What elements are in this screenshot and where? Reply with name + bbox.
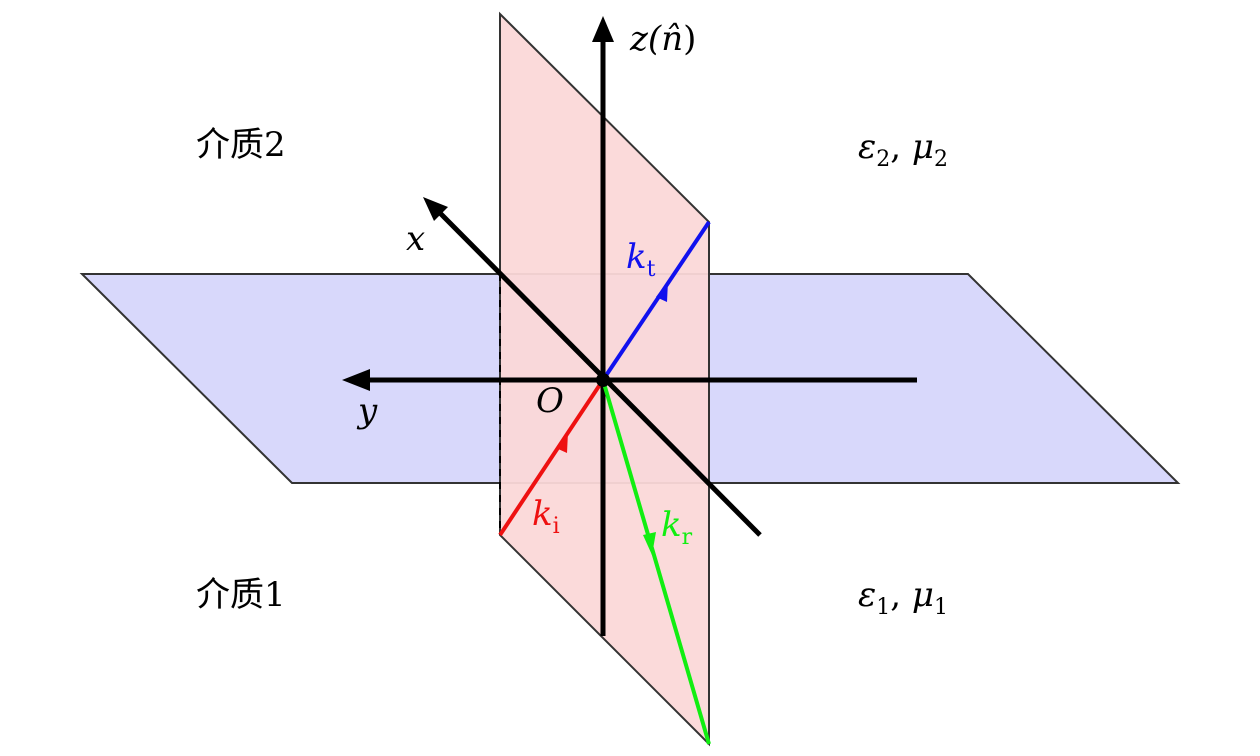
reflected-ray	[601, 379, 711, 745]
z-axis-label: z(n̂)	[629, 19, 696, 59]
incident-ray	[498, 378, 605, 537]
transmitted-arrowhead	[656, 281, 668, 302]
y-axis-label: y	[356, 391, 378, 431]
k-incident-label: ki	[532, 494, 560, 539]
incident-arrowhead	[556, 432, 568, 453]
medium2-params: ε2, μ2	[858, 127, 948, 172]
reflected-arrowhead	[643, 532, 656, 555]
x-axis-arrowhead	[423, 197, 448, 221]
x-axis-label: x	[406, 219, 425, 259]
k-transmitted-label: kt	[626, 237, 656, 282]
medium1-params: ε1, μ1	[858, 575, 948, 620]
medium2-label: 介质2	[196, 125, 286, 165]
transmitted-ray	[601, 220, 711, 382]
z-axis-arrowhead	[592, 16, 614, 42]
y-axis-arrowhead	[342, 369, 370, 391]
medium1-label: 介质1	[196, 575, 286, 615]
origin-point	[596, 373, 610, 387]
origin-label: O	[536, 381, 564, 421]
k-reflected-label: kr	[661, 505, 693, 550]
